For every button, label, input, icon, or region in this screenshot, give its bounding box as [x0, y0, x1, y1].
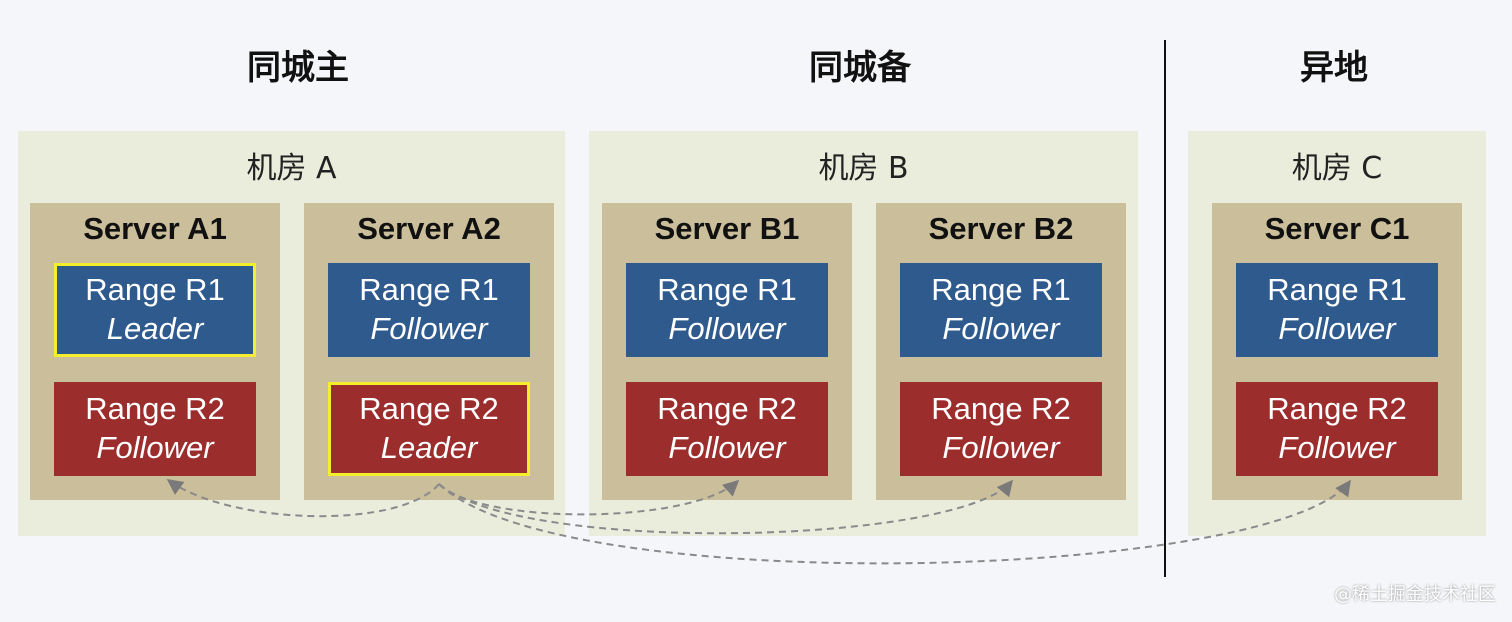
server-b1-range-r1: Range R1 Follower	[626, 263, 828, 357]
region-title-remote: 异地	[1300, 48, 1368, 88]
replication-arrow-to-c1	[438, 479, 1351, 565]
replication-arrow-to-b1	[438, 479, 740, 516]
server-a1-name: Server A1	[83, 211, 227, 246]
region-divider	[1164, 40, 1166, 577]
range-label: Range R1	[1267, 272, 1407, 307]
range-label: Range R1	[657, 272, 797, 307]
range-role-leader: Leader	[106, 311, 204, 346]
range-role-follower: Follower	[668, 430, 786, 465]
server-a1-range-r1: Range R1 Leader	[54, 263, 256, 357]
range-label: Range R2	[657, 391, 797, 426]
server-a2-range-r1: Range R1 Follower	[328, 263, 530, 357]
range-label: Range R2	[931, 391, 1071, 426]
server-b2: Server B2 Range R1 Follower Range R2 Fol…	[876, 203, 1126, 500]
server-b2-name: Server B2	[928, 211, 1074, 246]
range-label: Range R2	[1267, 391, 1407, 426]
server-c1-range-r2: Range R2 Follower	[1236, 382, 1438, 476]
server-a2-range-r2: Range R2 Leader	[328, 382, 530, 476]
range-role-follower: Follower	[370, 311, 488, 346]
range-label: Range R1	[359, 272, 499, 307]
range-label: Range R1	[931, 272, 1071, 307]
watermark: @稀土掘金技术社区	[1334, 584, 1496, 605]
range-role-follower: Follower	[96, 430, 214, 465]
room-a-label: 机房 A	[246, 151, 337, 186]
server-c1-range-r1: Range R1 Follower	[1236, 263, 1438, 357]
range-role-follower: Follower	[942, 311, 1060, 346]
replication-arrow-to-a1	[166, 479, 440, 518]
server-a2-name: Server A2	[357, 211, 501, 246]
server-a1: Server A1 Range R1 Leader Range R2 Follo…	[30, 203, 280, 500]
room-b-label: 机房 B	[818, 151, 909, 186]
range-label: Range R2	[359, 391, 499, 426]
range-role-follower: Follower	[668, 311, 786, 346]
server-b1-range-r2: Range R2 Follower	[626, 382, 828, 476]
server-b1: Server B1 Range R1 Follower Range R2 Fol…	[602, 203, 852, 500]
replication-arrow-to-b2	[438, 479, 1014, 535]
range-role-follower: Follower	[1278, 430, 1396, 465]
server-b1-name: Server B1	[654, 211, 800, 246]
region-title-primary: 同城主	[247, 48, 349, 88]
server-a1-range-r2: Range R2 Follower	[54, 382, 256, 476]
server-c1: Server C1 Range R1 Follower Range R2 Fol…	[1212, 203, 1462, 500]
range-role-leader: Leader	[380, 430, 478, 465]
range-role-follower: Follower	[1278, 311, 1396, 346]
server-a2: Server A2 Range R1 Follower Range R2 Lea…	[304, 203, 554, 500]
range-label: Range R2	[85, 391, 225, 426]
room-c-label: 机房 C	[1291, 151, 1383, 186]
range-role-follower: Follower	[942, 430, 1060, 465]
server-b2-range-r2: Range R2 Follower	[900, 382, 1102, 476]
server-b2-range-r1: Range R1 Follower	[900, 263, 1102, 357]
region-title-standby: 同城备	[809, 48, 911, 88]
range-label: Range R1	[85, 272, 225, 307]
server-c1-name: Server C1	[1264, 211, 1410, 246]
